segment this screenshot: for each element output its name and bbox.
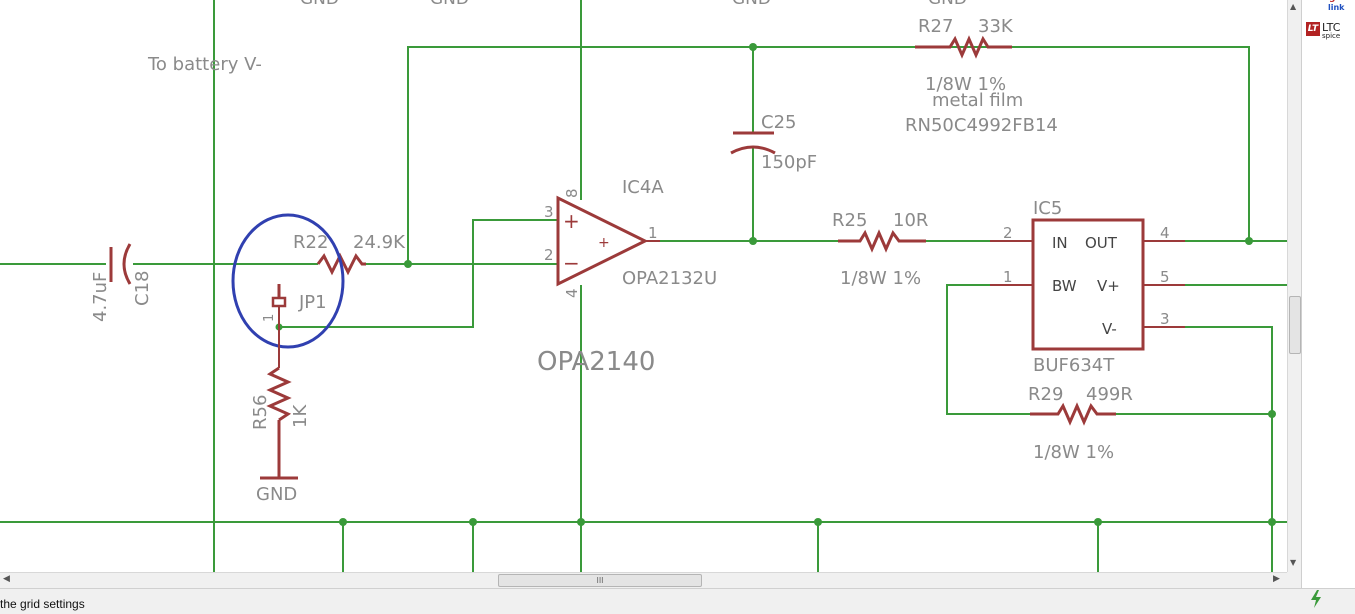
opamp-ic4a[interactable]: + − + 3 2 1 8 4 IC4A OPA2132U [544,177,717,298]
c18-name: C18 [132,271,153,306]
gnd-label-top-4: GND [928,0,967,9]
ic5-pin-out: OUT [1085,234,1118,252]
buffer-ic5[interactable]: IN OUT BW V+ V- 2 1 4 5 3 IC5 BUF634T [990,198,1185,376]
ic5-num-bw: 1 [1003,268,1013,286]
r27-spec: 1/8W 1% [925,74,1006,95]
opamp-pin-1: 1 [648,224,658,242]
junction-out [1245,237,1253,245]
ic5-num-vplus: 5 [1160,268,1170,286]
ic5-pin-vplus: V+ [1097,277,1120,295]
gnd-label-top-3: GND [732,0,771,9]
wires [0,0,1287,572]
jp1-pin: 1 [262,314,277,322]
capacitor-c25[interactable]: C25 150pF [730,112,817,173]
resistor-r22[interactable]: R22 24.9K [293,232,406,276]
r56-name: R56 [250,395,271,430]
r27-pn: RN50C4992FB14 [905,115,1058,136]
ic5-pin-in: IN [1052,234,1068,252]
opa2140-note: OPA2140 [537,347,655,377]
junction-bottom-3 [577,518,585,526]
r25-value: 10R [893,210,928,231]
designlink-button[interactable]: design link [1308,0,1345,12]
junction-bottom-5 [1094,518,1102,526]
schematic-drawing[interactable]: GND GND GND GND [0,0,1287,572]
junction-bottom-6 [1268,518,1276,526]
status-bar: the grid settings [0,588,1355,614]
junction-bottom-1 [339,518,347,526]
vertical-scroll-thumb[interactable] [1289,296,1301,354]
ic5-num-in: 2 [1003,224,1013,242]
scroll-up-icon[interactable]: ▲ [1290,2,1297,11]
scroll-right-icon[interactable]: ▶ [1273,574,1280,584]
r22-value: 24.9K [353,232,406,253]
designlink-bottom: link [1328,3,1345,12]
r29-name: R29 [1028,384,1063,405]
r56-value: 1K [290,404,311,428]
opamp-pin-2: 2 [544,246,554,264]
junction-r22 [404,260,412,268]
junctions [275,43,1276,526]
opamp-pin-8: 8 [563,188,581,198]
r27-value: 33K [978,16,1014,37]
r25-spec: 1/8W 1% [840,268,921,289]
ic5-num-vminus: 3 [1160,310,1170,328]
ic5-name: IC5 [1033,198,1062,219]
r29-spec: 1/8W 1% [1033,442,1114,463]
jp1-name: JP1 [298,292,327,313]
ic5-pin-bw: BW [1052,277,1077,295]
ltc-logo-icon: LT [1306,22,1320,36]
designlink-top: design [1308,0,1345,3]
gnd-label-top-2: GND [430,0,469,9]
junction-bottom-4 [814,518,822,526]
scroll-down-icon[interactable]: ▼ [1290,558,1297,567]
junction-c25-top [749,43,757,51]
side-panel: design link LT LTC spice [1301,0,1355,588]
gnd-label-top-1: GND [300,0,339,9]
wire-jp1-noninverting [279,219,558,328]
ic4a-name: IC4A [622,177,664,198]
opamp-plus-sign: + [563,209,580,233]
wire-feedback-loop [407,46,1250,264]
horizontal-scrollbar[interactable]: ◀ III ▶ [0,572,1287,588]
wire-buf-vminus [1143,326,1273,572]
horizontal-scroll-thumb[interactable]: III [498,574,702,587]
status-text: the grid settings [0,597,85,611]
ic5-pin-vminus: V- [1102,320,1117,338]
c25-name: C25 [761,112,796,133]
resistor-r27[interactable]: R27 33K 1/8W 1% metal film RN50C4992FB14 [905,16,1058,136]
ltc-text: LTC [1322,21,1341,34]
ltspice-button[interactable]: LT LTC spice [1306,22,1340,40]
r22-name: R22 [293,232,328,253]
battery-note: To battery V- [147,54,262,75]
jumper-jp1[interactable]: JP1 1 [262,284,327,327]
c25-value: 150pF [761,152,817,173]
r25-name: R25 [832,210,867,231]
junction-bottom-2 [469,518,477,526]
schematic-canvas[interactable]: GND GND GND GND [0,0,1287,572]
junction-c25-bottom [749,237,757,245]
opamp-center-mark: + [598,235,610,251]
opamp-minus-sign: − [563,251,580,275]
lightning-icon[interactable] [1303,590,1329,612]
vertical-scrollbar[interactable]: ▲ ▼ [1287,0,1301,572]
capacitor-c18[interactable]: 4.7uF C18 [90,243,153,322]
r27-name: R27 [918,16,953,37]
gnd-label: GND [256,484,297,505]
resistor-r56[interactable]: R56 1K GND [250,327,311,505]
highlight-circle [231,213,345,349]
r29-value: 499R [1086,384,1133,405]
scroll-left-icon[interactable]: ◀ [3,574,10,584]
resistor-r25[interactable]: R25 10R 1/8W 1% [832,210,928,289]
junction-r29 [1268,410,1276,418]
ic5-part: BUF634T [1033,355,1115,376]
ic4a-part: OPA2132U [622,268,717,289]
ltc-sub: spice [1322,32,1341,40]
opamp-pin-4: 4 [563,288,581,298]
wire-bw-r29 [946,284,1033,415]
ic5-num-out: 4 [1160,224,1170,242]
resistor-r29[interactable]: R29 499R 1/8W 1% [1028,384,1133,463]
r27-type: metal film [932,90,1023,111]
c18-value: 4.7uF [90,272,111,322]
opamp-pin-3: 3 [544,203,554,221]
